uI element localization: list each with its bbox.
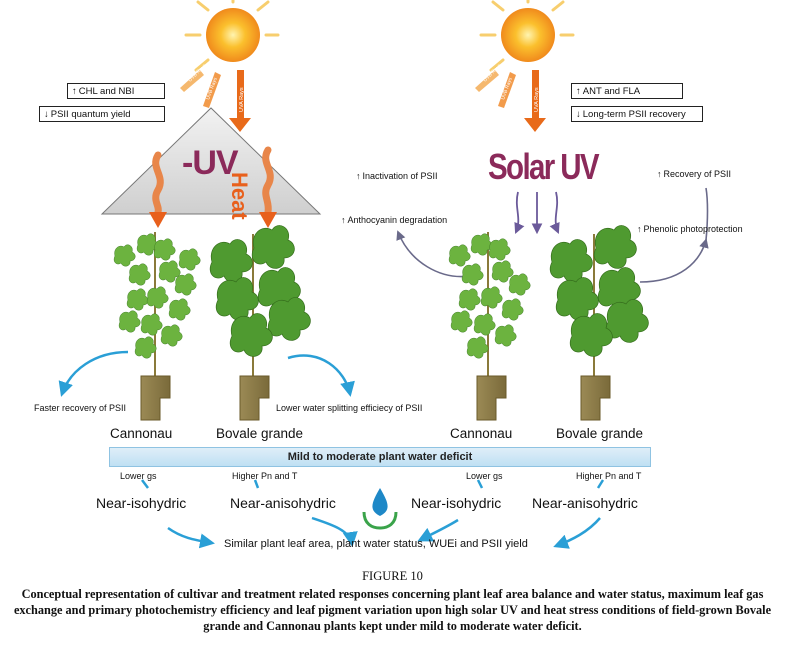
label-lower-gs-1: Lower gs xyxy=(120,471,157,481)
right-uv-rays xyxy=(475,70,546,132)
pots xyxy=(140,375,611,421)
convergence-arrows xyxy=(141,479,605,549)
box-longterm-psii: ↓Long-term PSII recovery xyxy=(571,106,703,122)
solar-uv-label: Solar UV xyxy=(488,146,600,187)
box-longterm-text: Long-term PSII recovery xyxy=(582,109,686,120)
label-anthocyanin: ↑Anthocyanin degradation xyxy=(341,216,447,225)
solar-uv-arrows xyxy=(514,191,560,235)
arrow-up-icon: ↑ xyxy=(576,86,581,97)
heat-wave-arrows xyxy=(149,146,277,228)
arrow-up-icon: ↑ xyxy=(637,224,642,234)
box-psii-text: PSII quantum yield xyxy=(50,109,131,120)
inactivation-text: Inactivation of PSII xyxy=(362,171,438,181)
left-uv-rays xyxy=(180,70,251,132)
phenolic-text: Phenolic photoprotection xyxy=(643,224,743,234)
arrow-up-icon: ↑ xyxy=(657,169,662,179)
right-sun-icon xyxy=(479,0,575,72)
label-near-anisohydric-2: Near-anisohydric xyxy=(532,495,638,511)
label-faster-recovery: Faster recovery of PSII xyxy=(34,403,127,413)
label-lower-gs-2: Lower gs xyxy=(466,471,503,481)
left-uva-ray-label: UVA Rays xyxy=(239,87,245,112)
figure-title: FIGURE 10 xyxy=(362,569,423,583)
plant-cannonau-left xyxy=(113,232,201,378)
label-near-anisohydric-1: Near-anisohydric xyxy=(230,495,336,511)
figure-caption: Conceptual representation of cultivar an… xyxy=(13,587,772,633)
box-ant-fla: ↑ANT and FLA xyxy=(571,83,683,99)
cultivar-response-arrows xyxy=(58,350,355,397)
label-recovery-psii: ↑Recovery of PSII xyxy=(657,170,731,179)
label-phenolic: ↑Phenolic photoprotection xyxy=(637,225,743,234)
arrow-up-icon: ↑ xyxy=(356,171,361,181)
plant-cannonau-right xyxy=(448,232,531,378)
label-near-isohydric-2: Near-isohydric xyxy=(411,495,502,511)
diagram: UVB Rays UVB Rays UVA Rays UVB Rays UVB … xyxy=(34,0,743,550)
diagram-canvas: UVB Rays UVB Rays UVA Rays UVB Rays UVB … xyxy=(58,0,709,549)
left-uvb-ray-label-2: UVB Rays xyxy=(205,76,219,100)
recovery-text: Recovery of PSII xyxy=(663,169,732,179)
label-conclusion: Similar plant leaf area, plant water sta… xyxy=(224,538,528,550)
box-chl-nbi: ↑CHL and NBI xyxy=(67,83,165,99)
label-higher-pn-2: Higher Pn and T xyxy=(576,471,642,481)
label-lower-water-splitting: Lower water splitting efficiecy of PSII xyxy=(276,403,423,413)
minus-uv-label: -UV xyxy=(182,144,239,182)
label-inactivation-psii: ↑Inactivation of PSII xyxy=(356,172,438,181)
cultivar-bovale-right: Bovale grande xyxy=(556,426,644,441)
box-ant-text: ANT and FLA xyxy=(582,86,641,97)
cultivar-cannonau-right: Cannonau xyxy=(450,426,513,441)
right-uva-ray-label: UVA Rays xyxy=(534,87,540,112)
water-care-icon xyxy=(362,488,398,530)
plant-bovale-left xyxy=(209,225,311,378)
box-psii-yield: ↓PSII quantum yield xyxy=(39,106,165,122)
plant-bovale-right xyxy=(549,225,649,378)
right-uvb-ray-label-2: UVB Rays xyxy=(500,76,514,100)
cultivar-cannonau-left: Cannonau xyxy=(110,426,173,441)
arrow-down-icon: ↓ xyxy=(576,109,581,120)
arrow-up-icon: ↑ xyxy=(341,215,346,225)
cultivar-bovale-left: Bovale grande xyxy=(216,426,304,441)
label-higher-pn-1: Higher Pn and T xyxy=(232,471,298,481)
box-chl-text: CHL and NBI xyxy=(78,86,135,97)
arrow-down-icon: ↓ xyxy=(44,109,49,120)
anthocyanin-text: Anthocyanin degradation xyxy=(347,215,448,225)
psii-response-arrows xyxy=(396,187,709,283)
label-near-isohydric-1: Near-isohydric xyxy=(96,495,187,511)
arrow-up-icon: ↑ xyxy=(72,86,77,97)
water-deficit-banner: Mild to moderate plant water deficit xyxy=(109,447,651,467)
left-sun-icon xyxy=(184,0,280,72)
heat-label: Heat xyxy=(227,172,252,220)
